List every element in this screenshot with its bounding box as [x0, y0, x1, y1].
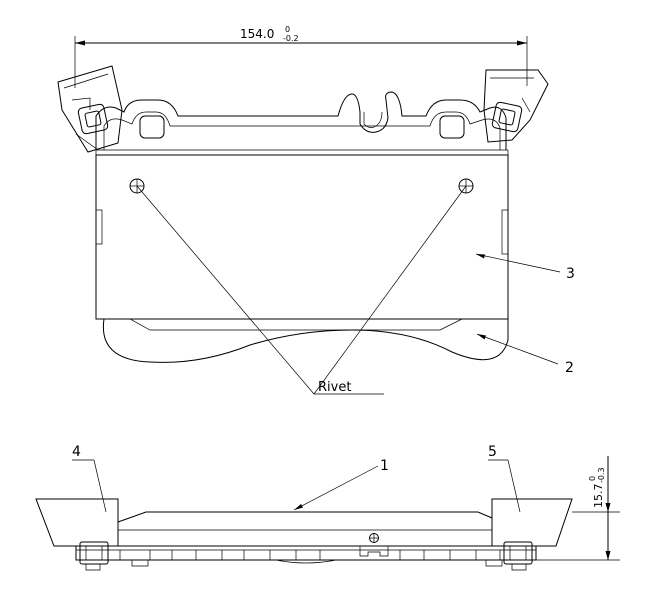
callout-3: 3: [475, 253, 575, 282]
left-wear-indicator-clip: [57, 65, 123, 153]
thickness-dimension: 15.7 0 -0.3: [536, 456, 620, 561]
pad-side-view: 15.7 0 -0.3 4 5 1: [35, 444, 620, 571]
width-tolerance-lower: -0.2: [283, 34, 299, 43]
width-tolerance-upper: 0: [285, 25, 290, 34]
friction-material-side: [117, 511, 493, 547]
callout-5: 5: [488, 444, 521, 513]
friction-material-outline: [102, 318, 509, 363]
callout-2-label: 2: [565, 360, 574, 376]
right-clip-block: [491, 498, 573, 547]
center-rivet-icon: [369, 533, 379, 543]
right-wear-indicator-clip: [483, 69, 549, 143]
left-clip-block: [35, 498, 119, 547]
pad-front-view: 154.0 0 -0.2: [57, 25, 575, 395]
left-plate-slot: [139, 115, 165, 139]
backing-plate-ticks: [119, 550, 501, 560]
callout-1: 1: [293, 458, 389, 511]
callout-1-label: 1: [380, 458, 389, 474]
callout-4-label: 4: [72, 444, 81, 460]
rivet-callout: Rivet: [136, 185, 467, 395]
callout-3-label: 3: [566, 266, 575, 282]
backing-plate-side: [75, 545, 537, 561]
rivet-label: Rivet: [318, 380, 351, 395]
callout-4: 4: [72, 444, 107, 513]
thickness-tolerance-lower: -0.3: [597, 467, 606, 483]
shim-body: [95, 154, 509, 320]
width-dimension-value: 154.0: [240, 27, 274, 41]
right-plate-slot: [439, 115, 465, 139]
callout-2: 2: [476, 333, 574, 376]
callout-5-label: 5: [488, 444, 497, 460]
thickness-dimension-value: 15.7: [592, 484, 605, 509]
backing-plate-outline: [95, 91, 507, 150]
width-dimension: 154.0 0 -0.2: [74, 25, 528, 88]
thickness-tolerance-upper: 0: [588, 476, 597, 481]
